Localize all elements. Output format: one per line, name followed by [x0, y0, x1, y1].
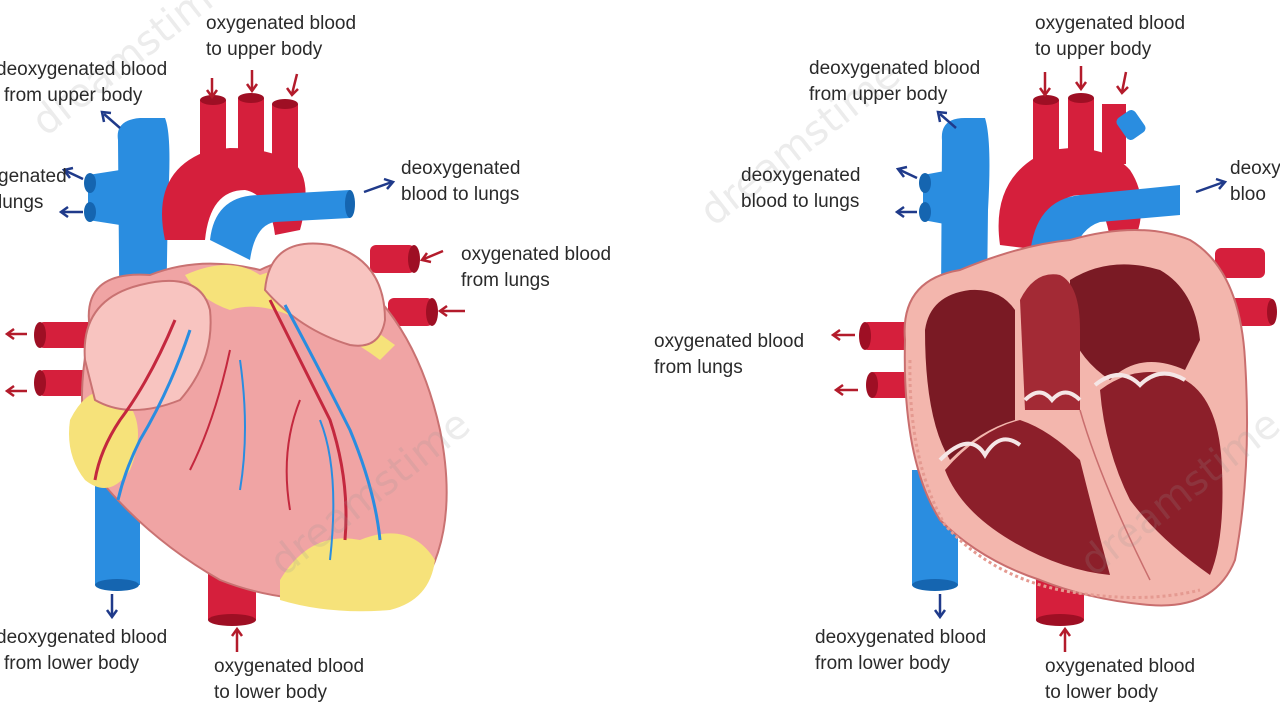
fat-deposit-left [69, 390, 138, 488]
mitral-valve [1093, 371, 1187, 388]
aortic-arch [998, 148, 1142, 250]
interior-heart-panel: dreamstime dreamstime oxygenated bloodto… [640, 0, 1280, 720]
coronary-vein-left [283, 304, 382, 541]
coronary-artery-left [268, 299, 348, 541]
left-ventricle-chamber [1100, 372, 1223, 575]
aortic-valve [1023, 390, 1082, 404]
exterior-heart-panel: dreamstime dreamstime oxygenated bloodto… [0, 0, 612, 703]
fat-deposit-bottom [280, 533, 435, 612]
right-atrium [83, 279, 212, 411]
coronary-vein-right [116, 329, 192, 501]
coronary-artery-right [93, 319, 177, 481]
arrows [4, 70, 465, 652]
brachiocephalic-vein [88, 170, 120, 225]
ascending-aorta-interior [1020, 274, 1080, 410]
left-atrium-chamber [1070, 264, 1200, 380]
exterior-heart-illustration [4, 70, 465, 652]
arrows [830, 66, 1228, 652]
interior-heart-illustration [830, 66, 1277, 652]
left-atrium [263, 242, 387, 347]
pulmonary-trunk [210, 190, 350, 260]
aortic-arch [162, 148, 306, 240]
tricuspid-valve [938, 437, 1022, 462]
right-atrium-chamber [925, 289, 1015, 460]
right-ventricle-chamber [945, 420, 1110, 575]
